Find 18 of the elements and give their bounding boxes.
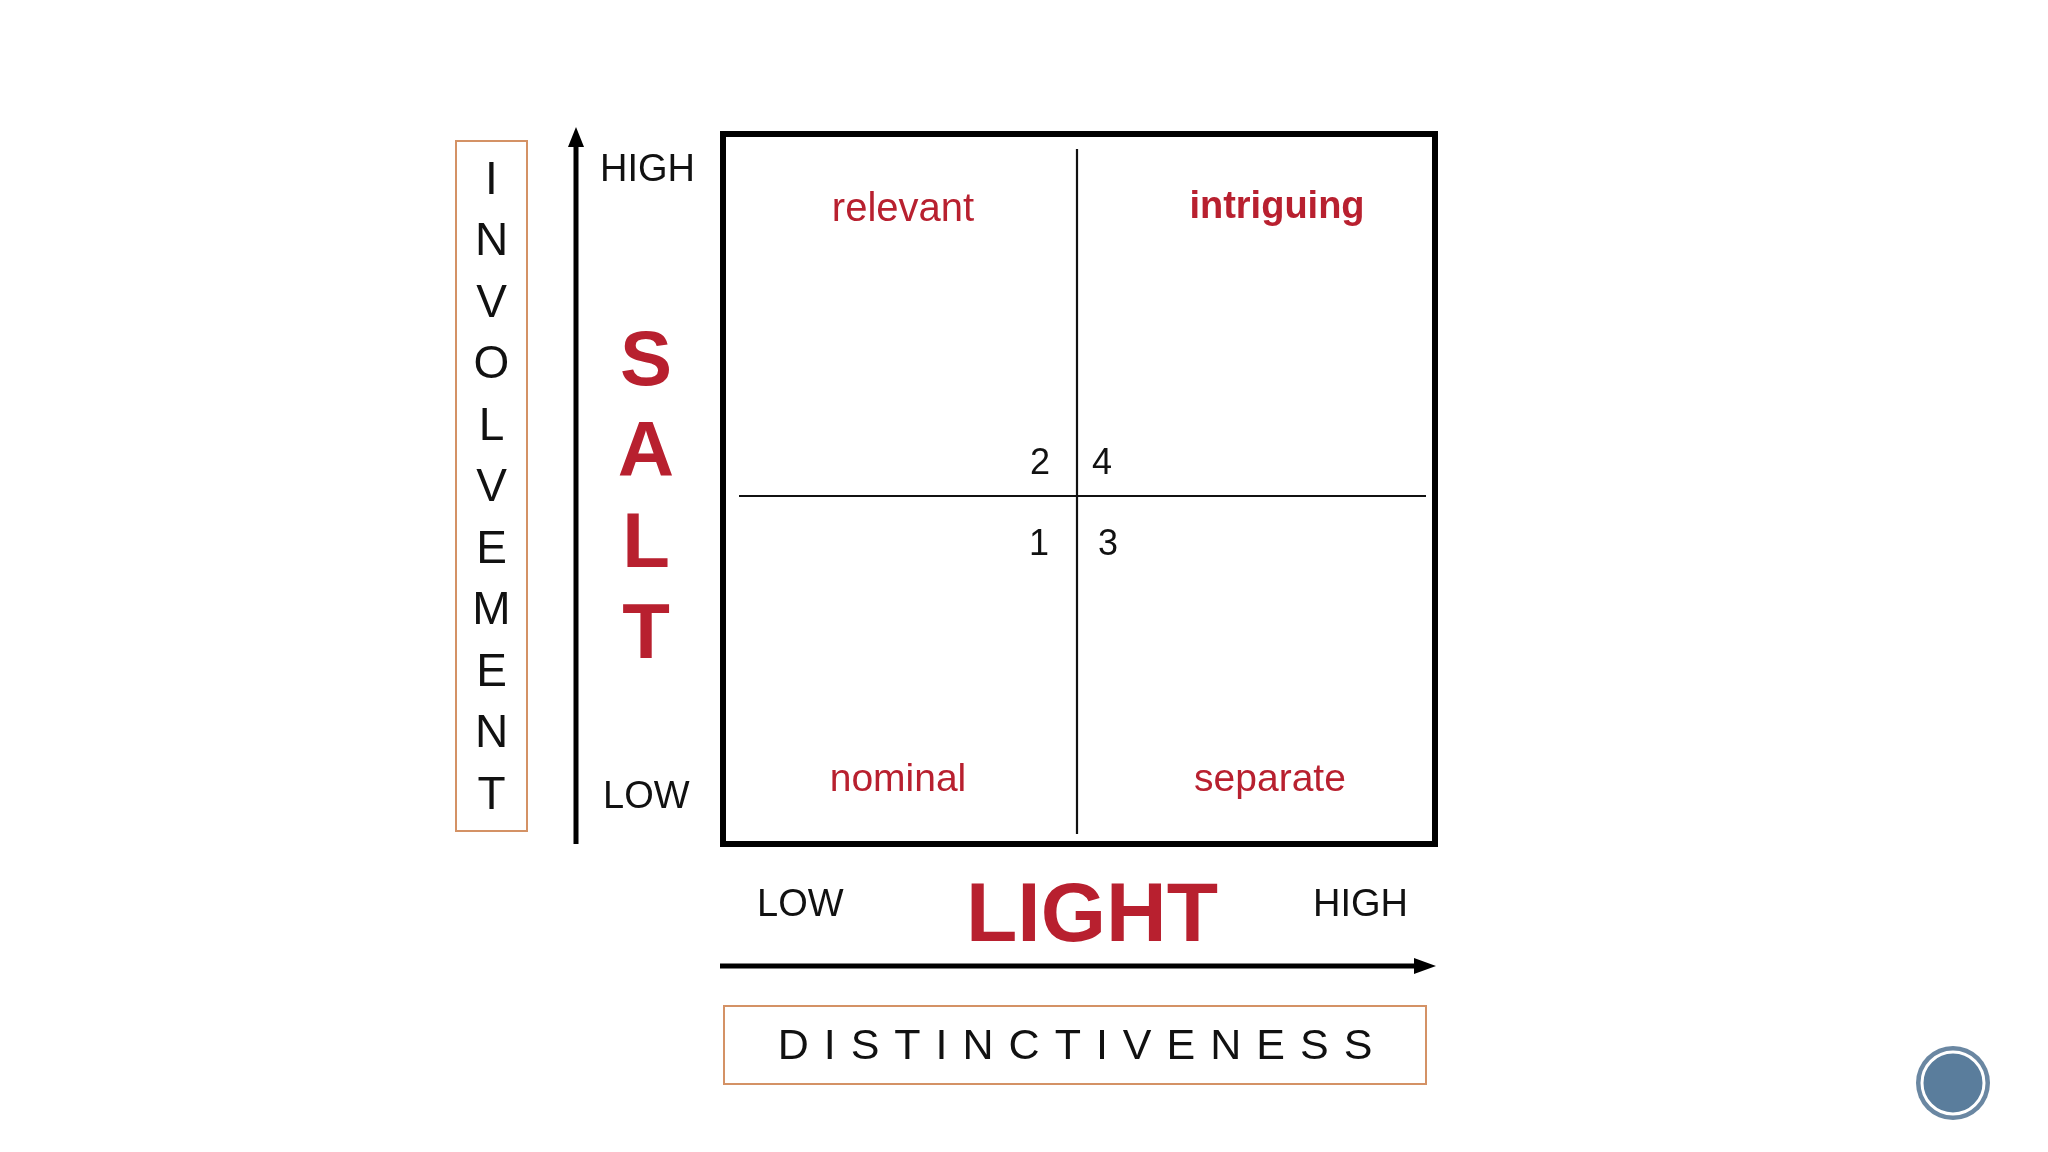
quadrant-label: nominal	[829, 755, 967, 801]
quadrant-number: 1	[1028, 521, 1049, 565]
axis-title: SALT	[616, 313, 676, 677]
axis-name-box	[455, 140, 528, 832]
quadrant-number: 2	[1029, 440, 1050, 484]
axis-title: LIGHT	[966, 864, 1218, 961]
axis-end-label: HIGH	[600, 146, 695, 191]
quadrant-label: intriguing	[1189, 183, 1365, 228]
axis-name: DISTINCTIVENESS	[777, 1019, 1388, 1071]
quadrant-label: relevant	[831, 184, 975, 231]
axis-end-label: LOW	[603, 773, 690, 818]
quadrant-number: 4	[1092, 440, 1113, 484]
quadrant-number: 3	[1098, 521, 1119, 565]
axis-name: INVOLVEMENT	[471, 150, 512, 821]
axis-name-box	[723, 1005, 1427, 1085]
quadrant-label: separate	[1194, 755, 1346, 801]
axis-end-label: HIGH	[1313, 881, 1408, 926]
axis-end-label: LOW	[757, 881, 844, 926]
